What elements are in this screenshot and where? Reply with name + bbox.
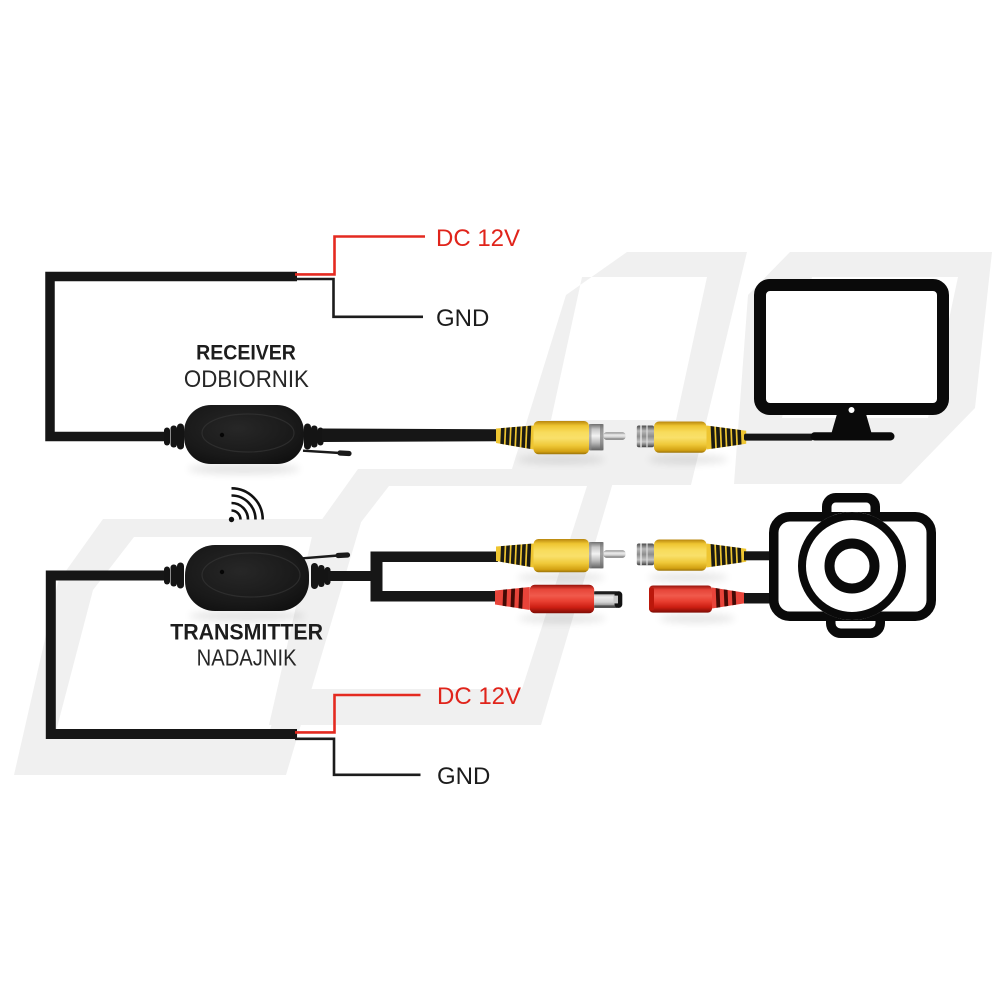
svg-text:TRANSMITTER: TRANSMITTER bbox=[170, 619, 323, 644]
svg-text:DC 12V: DC 12V bbox=[436, 225, 520, 252]
svg-text:GND: GND bbox=[437, 763, 490, 790]
svg-text:DC 12V: DC 12V bbox=[437, 683, 521, 710]
svg-text:RECEIVER: RECEIVER bbox=[196, 342, 296, 365]
svg-text:GND: GND bbox=[436, 305, 489, 332]
svg-text:NADAJNIK: NADAJNIK bbox=[197, 644, 297, 671]
svg-text:ODBIORNIK: ODBIORNIK bbox=[184, 365, 309, 392]
